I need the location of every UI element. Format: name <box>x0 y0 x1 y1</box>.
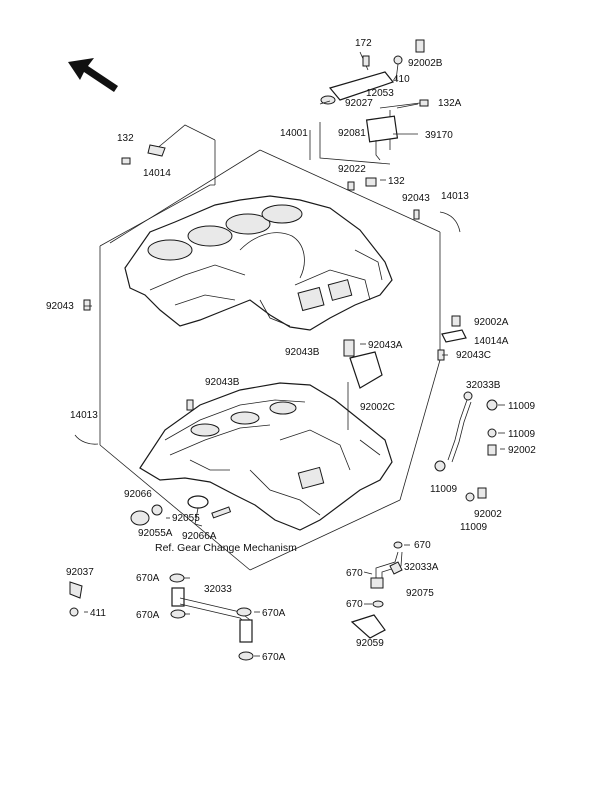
label-92022: 92022 <box>338 164 366 175</box>
left-parts <box>74 299 232 527</box>
label-132-top: 132 <box>117 133 134 144</box>
label-410: 410 <box>393 74 410 85</box>
label-92043-right: 92043 <box>402 193 430 204</box>
label-92043b-a: 92043B <box>285 347 320 358</box>
upper-crankcase <box>124 195 393 331</box>
label-670a-d: 670A <box>262 652 286 663</box>
label-670-c: 670 <box>346 599 363 610</box>
label-92043-left: 92043 <box>46 301 74 312</box>
label-14013-left: 14013 <box>70 410 98 421</box>
label-39170: 39170 <box>425 130 453 141</box>
label-132-mid: 132 <box>388 176 405 187</box>
label-92055a: 92055A <box>138 528 173 539</box>
label-92043b-b: 92043B <box>205 377 240 388</box>
label-32033: 32033 <box>204 584 232 595</box>
label-92066a: 92066A <box>182 531 217 542</box>
label-92075: 92075 <box>406 588 434 599</box>
label-11009-b: 11009 <box>508 429 536 440</box>
front-arrow-icon <box>68 58 118 92</box>
label-670-a: 670 <box>414 540 431 551</box>
lower-crankcase <box>139 382 393 531</box>
label-32033b: 32033B <box>466 380 501 391</box>
label-670-b: 670 <box>346 568 363 579</box>
label-92027: 92027 <box>345 98 373 109</box>
label-92066: 92066 <box>124 489 152 500</box>
label-92043a: 92043A <box>368 340 403 351</box>
label-14001: 14001 <box>280 128 308 139</box>
oil-pipe-parts <box>343 315 498 502</box>
label-11009-a: 11009 <box>508 401 536 412</box>
label-92055: 92055 <box>172 513 200 524</box>
label-12053: 12053 <box>366 88 394 99</box>
label-670a-c: 670A <box>262 608 286 619</box>
ref-gear-change-caption: Ref. Gear Change Mechanism <box>155 542 297 554</box>
oil-pipes-lower <box>69 541 403 661</box>
label-92002a: 92002A <box>474 317 509 328</box>
label-92037: 92037 <box>66 567 94 578</box>
label-11009-c: 11009 <box>430 484 458 495</box>
part-labels: 172 92002B 410 12053 92027 132A 132 1400… <box>46 38 536 663</box>
label-411: 411 <box>90 608 106 619</box>
label-11009-d: 11009 <box>460 522 488 533</box>
label-14014a: 14014A <box>474 336 509 347</box>
label-670a-a: 670A <box>136 573 160 584</box>
label-92002-a: 92002 <box>508 445 536 456</box>
label-92059: 92059 <box>356 638 384 649</box>
label-32033a: 32033A <box>404 562 439 573</box>
top-parts-cluster <box>121 39 461 233</box>
label-92002-b: 92002 <box>474 509 502 520</box>
label-172: 172 <box>355 38 372 49</box>
label-670a-b: 670A <box>136 610 160 621</box>
label-92002b: 92002B <box>408 58 443 69</box>
leader-lines <box>84 63 505 657</box>
label-14014: 14014 <box>143 168 171 179</box>
label-14013-right: 14013 <box>441 191 469 202</box>
label-92081: 92081 <box>338 128 366 139</box>
label-92043c: 92043C <box>456 350 491 361</box>
label-92002c: 92002C <box>360 402 395 413</box>
label-132a: 132A <box>438 98 462 109</box>
